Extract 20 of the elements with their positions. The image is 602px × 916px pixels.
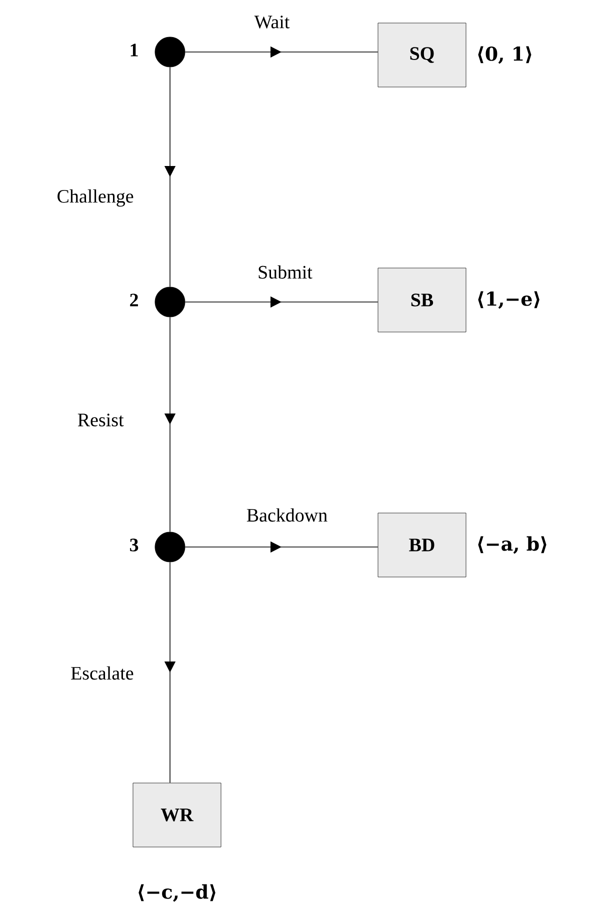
outcome-box: SB — [378, 268, 466, 332]
payoff-label: ⟨−a, b⟩ — [478, 536, 546, 554]
edge-label: Resist — [76, 412, 125, 428]
outcome-box: BD — [378, 512, 466, 578]
outcome-box: WR — [132, 782, 222, 848]
edge-label: Submit — [256, 264, 314, 280]
decision-dot — [154, 36, 186, 68]
edge-label: Challenge — [56, 188, 135, 208]
decision-number: 3 — [130, 538, 138, 552]
decision-number: 2 — [130, 294, 138, 306]
decision-dot — [154, 286, 186, 318]
payoff-label: ⟨1,−e⟩ — [478, 291, 540, 309]
payoff-label: ⟨−c,−d⟩ — [138, 884, 216, 902]
decision-dot — [154, 532, 186, 562]
edge-label: Wait — [253, 14, 291, 30]
outcome-box: SQ — [378, 22, 466, 88]
edge-label: Backdown — [245, 507, 329, 523]
decision-number: 1 — [130, 44, 138, 56]
edge-label: Escalate — [70, 665, 135, 681]
payoff-label: ⟨0, 1⟩ — [478, 46, 532, 64]
